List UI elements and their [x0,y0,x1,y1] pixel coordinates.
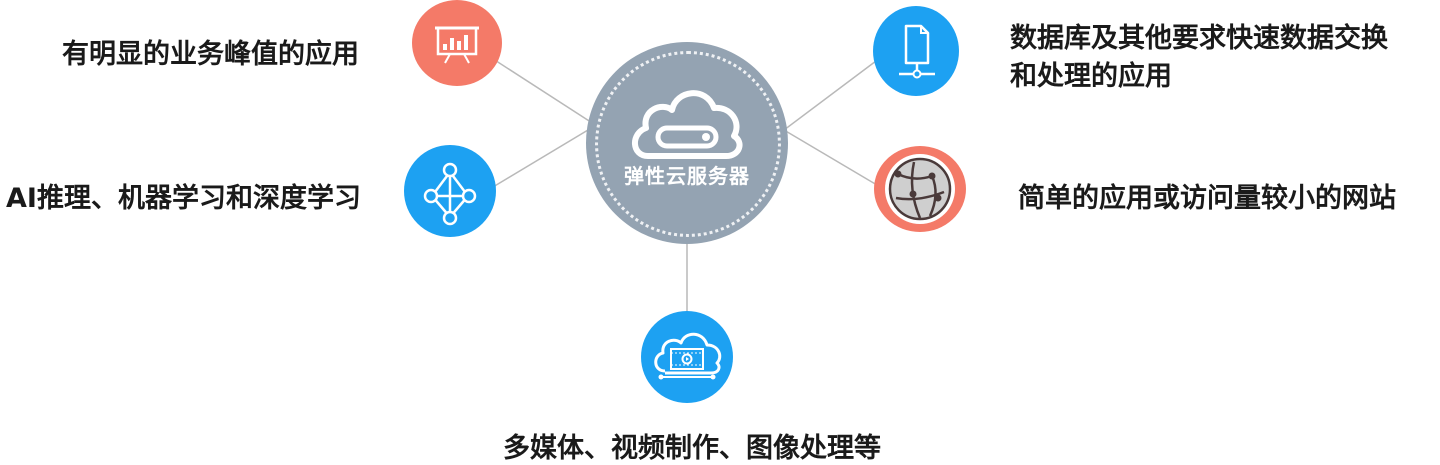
cloud-server-icon [632,90,743,159]
ai-node [404,145,496,237]
connector-website [783,129,883,189]
connector-peak [486,54,601,129]
website-node [874,146,966,232]
connector-ai [487,123,599,191]
database-label-line1: 数据库及其他要求快速数据交换 [1010,23,1388,54]
media-label: 多媒体、视频制作、图像处理等 [503,433,881,464]
database-node [873,6,959,96]
peak-label: 有明显的业务峰值的应用 [62,39,359,70]
cloud-video-icon [654,332,722,380]
hub-circle: 弹性云服务器 [586,42,788,244]
file-network-icon [899,24,935,79]
website-label: 简单的应用或访问量较小的网站 [1018,183,1396,214]
presentation-chart-icon [435,26,479,64]
globe-network-icon [885,154,955,224]
database-label-line2: 和处理的应用 [1010,61,1172,92]
media-node [641,311,733,403]
connector-database [783,57,881,131]
ai-label: AI推理、机器学习和深度学习 [6,183,361,214]
hub-dotted-ring [595,51,781,237]
network-graph-icon [423,162,477,226]
peak-node [412,0,502,86]
hub-label: 弹性云服务器 [624,164,750,188]
